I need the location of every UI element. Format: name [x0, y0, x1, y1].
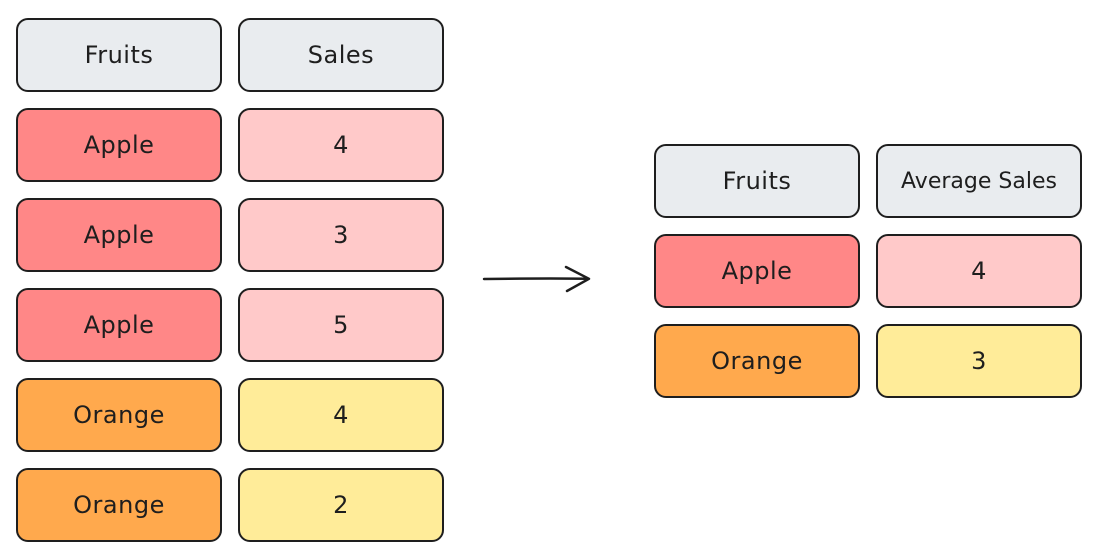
result-row-2-average: 3	[876, 324, 1082, 398]
source-row-4-fruit: Orange	[16, 378, 222, 452]
source-row-3-sales: 5	[238, 288, 444, 362]
result-row-1-average: 4	[876, 234, 1082, 308]
result-header-fruits: Fruits	[654, 144, 860, 218]
arrow-right-icon	[482, 265, 591, 293]
source-row-2-fruit: Apple	[16, 198, 222, 272]
result-table: Fruits Average Sales Apple 4 Orange 3	[654, 144, 1082, 398]
source-row-3-fruit: Apple	[16, 288, 222, 362]
source-row-4-sales: 4	[238, 378, 444, 452]
source-row-5-sales: 2	[238, 468, 444, 542]
source-row-2-sales: 3	[238, 198, 444, 272]
source-header-sales: Sales	[238, 18, 444, 92]
source-table: Fruits Sales Apple 4 Apple 3 Apple 5 Ora…	[16, 18, 444, 542]
source-row-5-fruit: Orange	[16, 468, 222, 542]
source-row-1-sales: 4	[238, 108, 444, 182]
source-header-fruits: Fruits	[16, 18, 222, 92]
source-row-1-fruit: Apple	[16, 108, 222, 182]
result-row-1-fruit: Apple	[654, 234, 860, 308]
result-header-average-sales: Average Sales	[876, 144, 1082, 218]
result-row-2-fruit: Orange	[654, 324, 860, 398]
